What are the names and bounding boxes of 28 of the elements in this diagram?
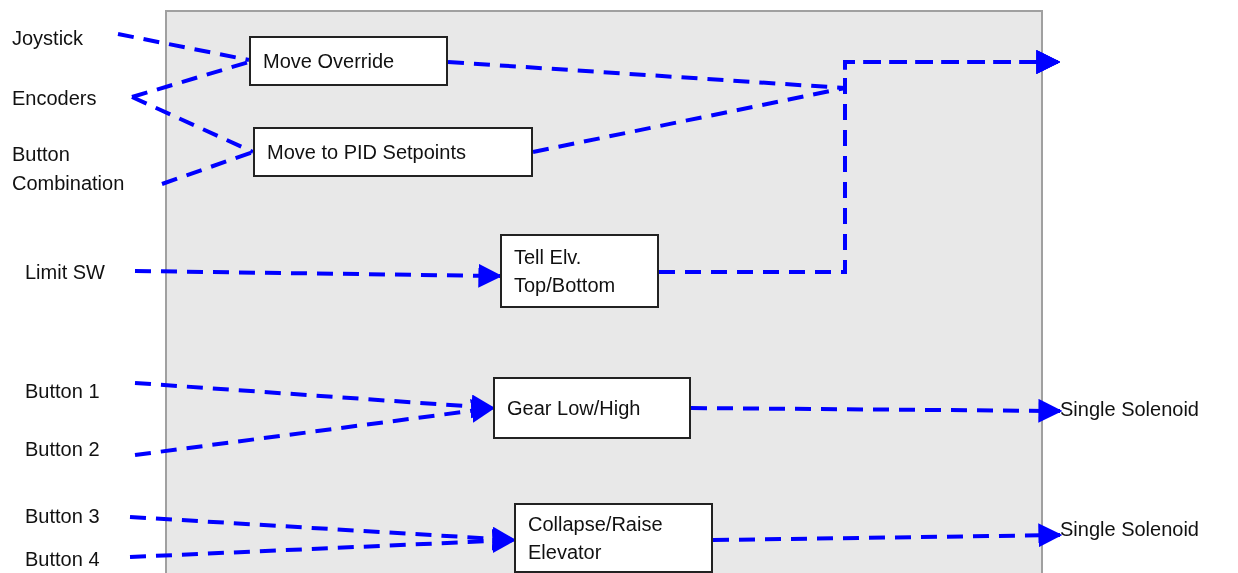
dashed-connector (161, 150, 254, 186)
system-boundary-box (165, 10, 1043, 573)
signal-label: Button 1 (25, 377, 135, 405)
dashed-arrow (659, 50, 1061, 274)
dashed-arrow (134, 381, 496, 419)
process-box: Move to PID Setpoints (253, 127, 533, 177)
signal-label: Button 2 (25, 435, 135, 463)
dashed-connector (131, 60, 250, 99)
signal-label: Button 3 (25, 502, 130, 530)
process-box: Collapse/Raise Elevator (514, 503, 713, 573)
dashed-arrow (134, 263, 503, 288)
dashed-arrow (129, 515, 517, 551)
dashed-arrow (134, 398, 496, 457)
process-box: Gear Low/High (493, 377, 691, 439)
dashed-arrow (691, 398, 1063, 423)
dashed-connector (131, 95, 254, 154)
dashed-connector (117, 32, 250, 62)
signal-label: Button 4 (25, 545, 130, 573)
dashed-arrow (129, 528, 517, 559)
process-box: Tell Elv. Top/Bottom (500, 234, 659, 308)
signal-label: Single Solenoid (1060, 395, 1236, 423)
dashed-arrow (712, 523, 1063, 548)
process-box: Move Override (249, 36, 448, 86)
signal-label: Limit SW (25, 258, 135, 286)
signal-label: Button Combination (12, 140, 162, 196)
signal-label: Single Solenoid (1060, 515, 1236, 543)
signal-label: Encoders (12, 84, 132, 110)
signal-label: Joystick (12, 24, 118, 50)
